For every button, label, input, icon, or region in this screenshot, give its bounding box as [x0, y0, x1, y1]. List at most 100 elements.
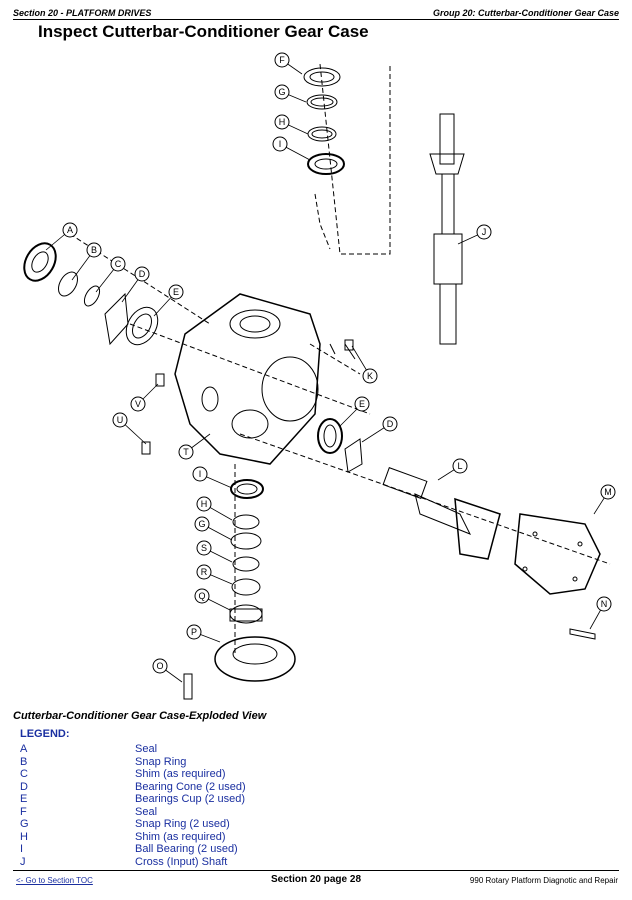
output-shaft [382, 467, 501, 560]
callout-label: J [482, 227, 487, 237]
legend-key: A [20, 743, 28, 755]
callout-label: E [173, 287, 179, 297]
legend-value: Ball Bearing (2 used) [135, 843, 238, 855]
legend-key: D [20, 780, 28, 793]
legend-title: LEGEND: [20, 728, 70, 740]
legend-item: C Shim (as required) [20, 768, 440, 781]
legend-key: F [20, 805, 27, 818]
callout-label: I [279, 139, 282, 149]
legend-value: Snap Ring [135, 755, 187, 768]
manual-title: 990 Rotary Platform Diagnotic and Repair [469, 876, 618, 885]
callout-label: M [604, 487, 612, 497]
callout-circle [110, 256, 126, 272]
callout-circle [196, 540, 212, 556]
callout-circle [112, 412, 128, 428]
legend-value: Bearing Cone (2 used) [135, 780, 246, 793]
legend-item: J Cross (Input) Shaft [20, 856, 440, 869]
section-label: Section 20 - PLATFORM DRIVES [13, 8, 152, 18]
cover-plate [514, 513, 601, 595]
callout-circle [194, 516, 210, 532]
page-header: Section 20 - PLATFORM DRIVES Group 20: C… [13, 4, 619, 20]
legend-key: C [20, 768, 28, 780]
legend-key: H [20, 830, 28, 843]
legend-value: Seal [135, 743, 158, 755]
legend-item: D Bearing Cone (2 used) [20, 781, 440, 794]
callout-circle [272, 136, 288, 152]
callout-label: E [359, 399, 365, 409]
callout-circle [130, 396, 146, 412]
page-number: Section 20 page 28 [270, 874, 362, 885]
callout-label: V [135, 399, 141, 409]
callout-circle [152, 658, 168, 674]
legend-item: E Bearings Cup (2 used) [20, 793, 440, 806]
callout-label: H [201, 499, 208, 509]
assembly-lines [69, 63, 611, 654]
legend-value: Snap Ring (2 used) [135, 818, 230, 830]
callout-circle [196, 496, 212, 512]
legend-item: F Seal [20, 806, 440, 819]
legend-item: A Seal [20, 743, 440, 756]
legend-key: E [20, 793, 28, 805]
callout-label: H [279, 117, 286, 127]
callout-circle [62, 222, 78, 238]
gear-case-housing [174, 293, 356, 465]
callout-circle [186, 624, 202, 640]
figure-caption: Cutterbar-Conditioner Gear Case-Exploded… [13, 710, 267, 722]
callout-circle [274, 114, 290, 130]
legend-value: Shim (as required) [135, 768, 226, 780]
footer-rule [13, 870, 619, 871]
legend-key: G [20, 818, 29, 830]
page-title: Inspect Cutterbar-Conditioner Gear Case [38, 22, 369, 41]
callout-label: K [367, 371, 373, 381]
callout-label: D [387, 419, 394, 429]
legend-value: Shim (as required) [135, 830, 226, 843]
callout-label: B [91, 245, 97, 255]
callout-circle [86, 242, 102, 258]
callout-label: U [117, 415, 124, 425]
bearing-quill [214, 636, 296, 682]
callout-label: O [156, 661, 163, 671]
callout-label: Q [198, 591, 205, 601]
callout-label: T [183, 447, 189, 457]
header-rule [13, 19, 619, 20]
callout-label: I [199, 469, 202, 479]
input-shaft [429, 113, 465, 345]
legend-value: Bearings Cup (2 used) [135, 793, 246, 805]
callout-circle [354, 396, 370, 412]
callout-circle [382, 416, 398, 432]
legend-key: J [20, 855, 26, 868]
callout-label: C [115, 259, 122, 269]
callout-label: F [279, 55, 285, 65]
legend-key: B [20, 755, 28, 768]
legend-value: Cross (Input) Shaft [135, 855, 228, 868]
callout-circle [196, 564, 212, 580]
callout-circle [596, 596, 612, 612]
callout-label: A [67, 225, 73, 235]
callout-label: D [139, 269, 146, 279]
legend-item: B Snap Ring [20, 756, 440, 769]
legend-list: A Seal B Snap Ring C Shim (as required) D Be… [20, 743, 440, 868]
callout-circle [194, 588, 210, 604]
legend-item: G Snap Ring (2 used) [20, 818, 440, 831]
callout-circle [134, 266, 150, 282]
callout-circle [178, 444, 194, 460]
legend-key: I [20, 843, 24, 855]
callout-label: G [198, 519, 205, 529]
callout-circle [362, 368, 378, 384]
go-to-section-toc-link[interactable]: <- Go to Section TOC [16, 876, 93, 885]
callout-circle [476, 224, 492, 240]
legend-value: Seal [135, 805, 158, 818]
callout-label: S [201, 543, 207, 553]
callout-circle [452, 458, 468, 474]
callout-circle [192, 466, 208, 482]
callout-label: N [601, 599, 608, 609]
callout-label: L [457, 461, 462, 471]
callout-circle [600, 484, 616, 500]
callout-label: P [191, 627, 197, 637]
callout-label: G [278, 87, 285, 97]
legend-item: I Ball Bearing (2 used) [20, 843, 440, 856]
callout-circle [168, 284, 184, 300]
group-label: Group 20: Cutterbar-Conditioner Gear Cas… [432, 8, 619, 18]
callout-circle [274, 84, 290, 100]
callout-circle [274, 52, 290, 68]
